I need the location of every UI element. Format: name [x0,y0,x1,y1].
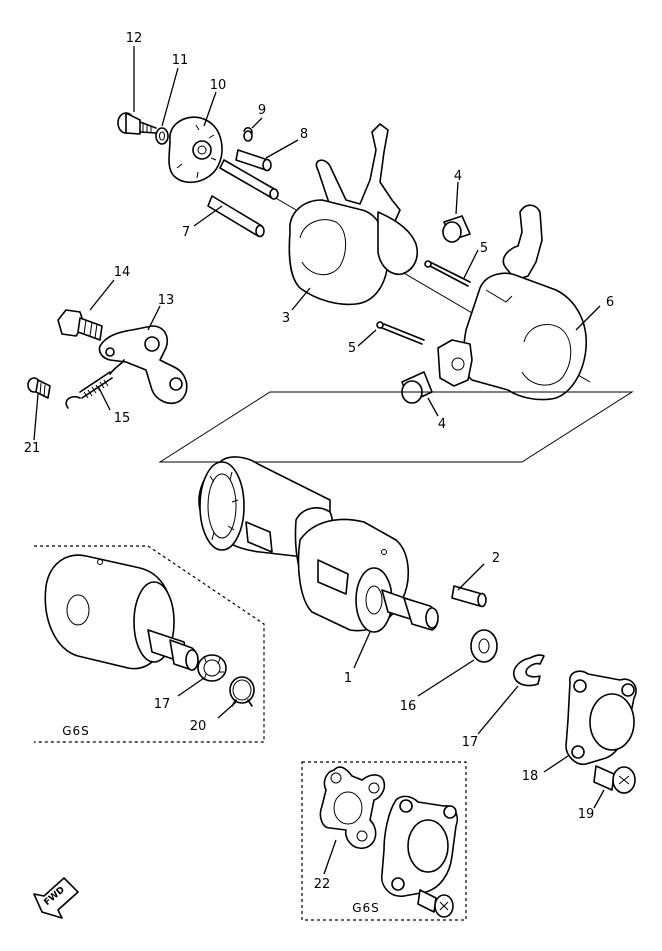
callout-4-upper: 4 [454,169,462,184]
shift-fork-6-icon [437,204,587,401]
pin-9-icon [243,127,253,142]
callout-10: 10 [210,78,227,93]
callout-17: 17 [462,735,479,750]
callout-6: 6 [606,295,614,310]
callout-14: 14 [114,265,131,280]
screw-g6s-icon [417,889,454,918]
leader-lines [33,46,605,875]
stopper-lever-13-icon [98,325,188,405]
callout-11: 11 [172,53,189,68]
callout-3: 3 [282,311,290,326]
bolt-14-icon [57,309,103,341]
callout-22: 22 [314,877,331,892]
callout-17-g6s: 17 [154,697,171,712]
circlip-17-icon [512,654,545,687]
shift-drum-g6s-icon [44,554,199,671]
gasket-22-icon [319,766,386,849]
callout-13: 13 [158,293,175,308]
screw-19-icon [593,765,636,794]
cotter-pin-5-lower-icon [376,321,425,345]
cover-g6s-icon [380,795,459,897]
roller-4-upper-icon [442,215,471,243]
callout-numbers: 12 11 10 9 8 7 3 4 5 6 5 4 14 13 15 21 2… [24,31,614,892]
washer-11-icon [155,127,169,145]
pin-7-icon [207,159,279,238]
g6s-label-left: G6S [62,724,90,738]
callout-1: 1 [344,671,352,686]
callout-5-upper: 5 [480,241,488,256]
pin-8-icon [235,149,272,172]
callout-9: 9 [258,103,266,118]
callout-15: 15 [114,411,131,426]
washer-16-icon [470,629,498,663]
pin-plate-10-icon [168,116,223,184]
bolt-12-icon [117,112,157,135]
spring-15-icon [65,359,125,409]
circlip-20-g6s-icon [229,676,255,707]
callout-8: 8 [300,127,308,142]
cotter-pin-5-upper-icon [424,260,471,287]
cover-18-icon [565,670,637,766]
fwd-arrow-icon: FWD [33,877,79,919]
callout-4-lower: 4 [438,417,446,432]
screw-21-icon [27,377,51,399]
callout-20: 20 [190,719,207,734]
callout-5-lower: 5 [348,341,356,356]
shift-fork-3-icon [288,123,418,306]
callout-19: 19 [578,807,595,822]
callout-7: 7 [182,225,190,240]
callout-21: 21 [24,441,41,456]
callout-12: 12 [126,31,143,46]
bearing-17-g6s-icon [197,654,227,682]
callout-16: 16 [400,699,417,714]
shift-drum-1-icon [198,456,439,633]
g6s-label-bottom: G6S [352,901,380,915]
callout-2: 2 [492,551,500,566]
callout-18: 18 [522,769,539,784]
pin-2-icon [451,585,487,608]
